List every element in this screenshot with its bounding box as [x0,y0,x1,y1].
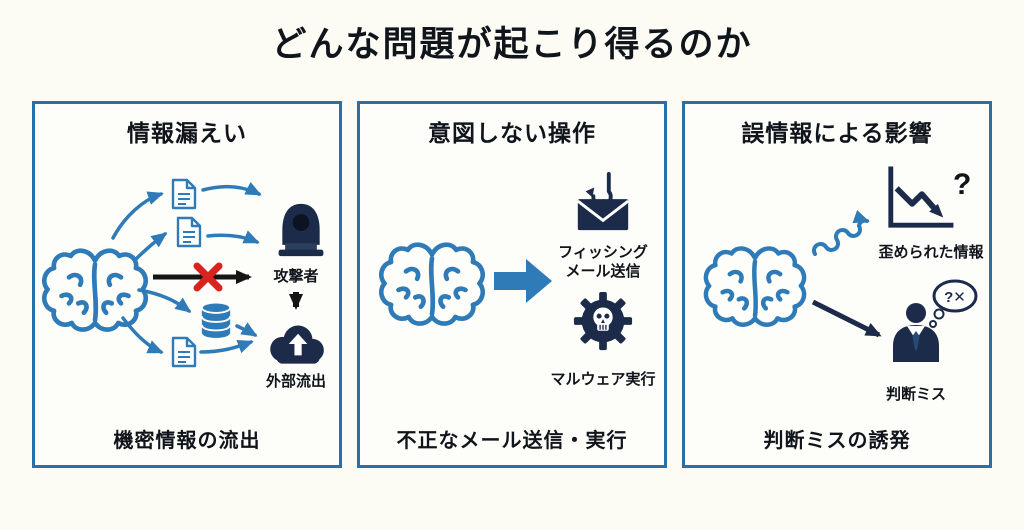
panel-info-leak-caption: 機密情報の流出 [113,430,261,452]
panel-info-leak: 情報漏えい [32,101,342,468]
hacker-icon [278,203,324,257]
panels-row: 情報漏えい [0,101,1024,468]
panel-info-leak-graphic: 攻撃者 外部流出 [35,150,339,408]
malware-label: マルウェア実行 [550,371,656,388]
question-mark: ? [953,168,971,201]
panel-unintended-ops-graphic: フィッシング メール送信 マルウェア実行 [360,150,664,408]
page-title: どんな問題が起こり得るのか [271,25,753,64]
arrow-to-person [811,299,882,338]
database-icon [200,301,232,339]
panel-misinformation-title: 誤情報による影響 [741,120,933,146]
ops-diagram [360,172,633,351]
panel-unintended-ops: 意図しない操作 フィッシング メール送信 マルウェア実行 不正なメール送信・実行 [357,101,667,468]
red-x-icon [193,262,223,292]
declining-chart-icon [891,169,951,225]
outflow-label: 外部流出 [265,373,326,390]
attacker-label: 攻撃者 [273,268,319,285]
panel-info-leak-title: 情報漏えい [127,120,247,146]
document-icon [171,178,197,210]
panel-misinformation: 誤情報による影響 ? ?✕ 歪められた情報 判断ミス 判断ミスの誘発 [682,101,992,468]
leak-diagram [35,178,324,368]
right-arrow-icon [494,259,552,303]
document-icon [176,216,202,248]
phishing-mail-icon [575,172,631,233]
brain-icon [381,245,482,324]
brain-icon [44,251,145,330]
bubble-marks: ?✕ [944,289,966,306]
brain-icon [706,248,804,324]
businessman-icon [893,303,939,362]
phishing-label: フィッシング メール送信 [558,244,648,280]
distorted-info-label: 歪められた情報 [878,244,984,261]
malware-gear-icon [573,291,633,351]
thought-bubble-icon: ?✕ [929,279,978,328]
misjudge-label: 判断ミス [885,386,946,403]
cloud-upload-icon [270,325,324,364]
panel-misinformation-caption: 判断ミスの誘発 [763,430,911,452]
misinfo-diagram: ? ?✕ [685,150,978,362]
panel-misinformation-graphic: ? ?✕ 歪められた情報 判断ミス [685,150,989,408]
panel-unintended-ops-caption: 不正なメール送信・実行 [396,430,628,452]
wavy-arrow-icon [812,210,870,256]
panel-unintended-ops-title: 意図しない操作 [428,120,596,146]
document-icon [171,336,197,368]
